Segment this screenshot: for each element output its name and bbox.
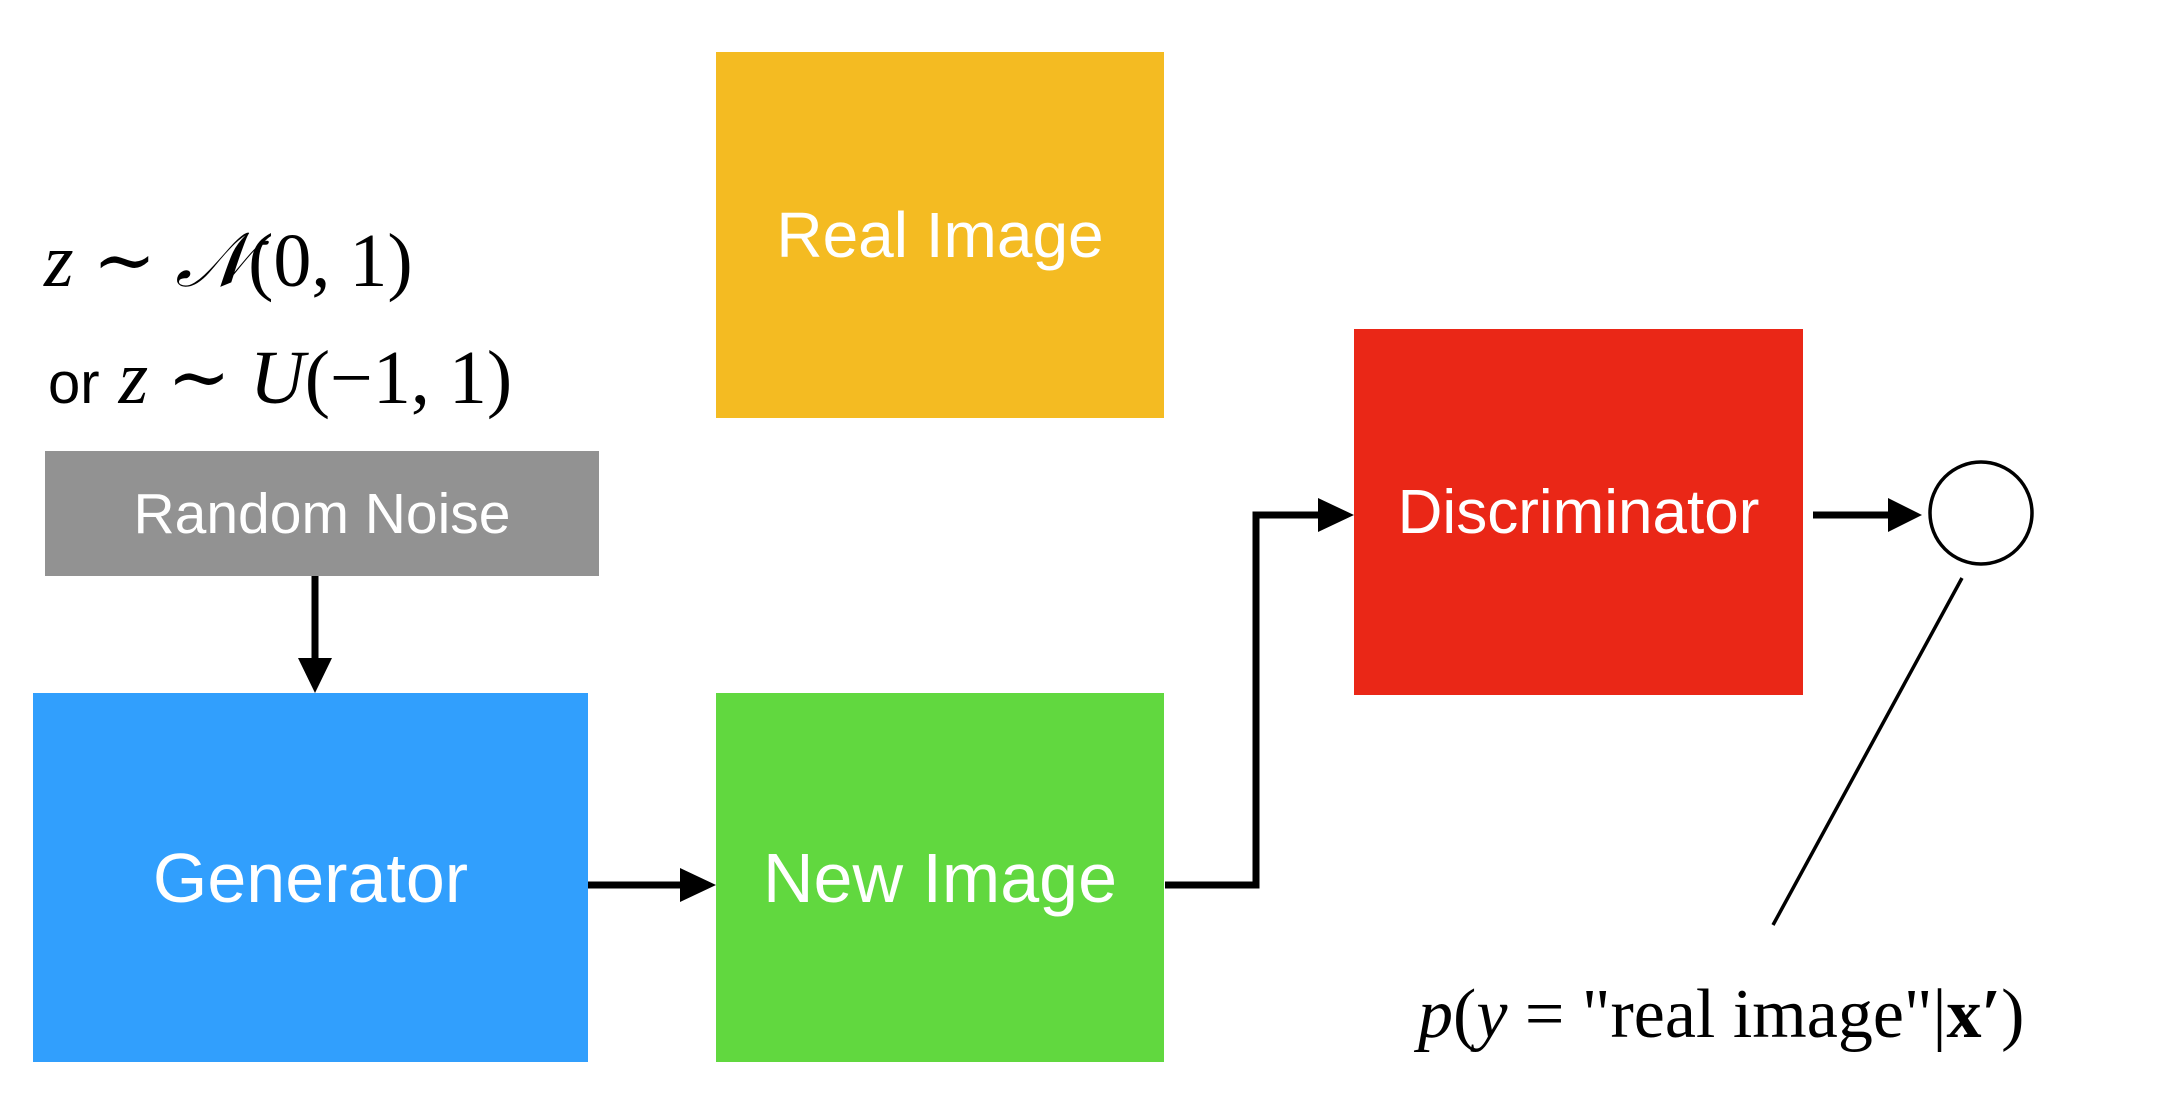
close-paren: )	[2001, 976, 2025, 1053]
real-image-label: Real Image	[776, 199, 1104, 271]
or-text: or	[48, 351, 100, 416]
generator-box: Generator	[33, 693, 588, 1062]
normal-args: (0, 1)	[248, 219, 413, 303]
uniform-args: (−1, 1)	[304, 336, 513, 420]
real-image-quote: "real image"	[1581, 976, 1933, 1053]
normal-symbol: 𝒩	[175, 215, 249, 304]
output-probability-formula: p(y = "real image"|x′)	[1418, 980, 2024, 1050]
output-pointer-line	[1771, 577, 1964, 926]
arrowhead-generator	[298, 658, 332, 693]
random-noise-label: Random Noise	[133, 481, 511, 546]
equals: =	[1507, 976, 1582, 1053]
x-prime: x′	[1946, 976, 2002, 1053]
discriminator-box: Discriminator	[1354, 329, 1803, 695]
arrow-new-image-to-discriminator	[1165, 511, 1320, 889]
noise-distribution-normal: z ∼ 𝒩(0, 1)	[44, 222, 413, 300]
given-bar: |	[1932, 976, 1947, 1053]
noise-distribution-uniform: or z ∼ U(−1, 1)	[48, 340, 512, 416]
new-image-box: New Image	[716, 693, 1164, 1062]
z-variable: z	[118, 336, 149, 420]
p-symbol: p	[1418, 976, 1453, 1053]
arrowhead-discriminator	[1318, 498, 1354, 532]
y-symbol: y	[1476, 976, 1508, 1053]
sim-symbol: ∼	[167, 336, 231, 420]
new-image-label: New Image	[762, 838, 1118, 917]
arrowhead-output	[1888, 498, 1922, 532]
uniform-symbol: U	[249, 336, 305, 420]
output-node	[1928, 460, 2034, 566]
open-paren: (	[1453, 976, 1477, 1053]
random-noise-box: Random Noise	[45, 451, 599, 576]
real-image-box: Real Image	[716, 52, 1164, 418]
generator-label: Generator	[152, 838, 469, 917]
sim-symbol: ∼	[92, 219, 157, 303]
arrowhead-new-image	[680, 868, 716, 902]
z-variable: z	[44, 219, 74, 303]
discriminator-label: Discriminator	[1397, 477, 1760, 547]
